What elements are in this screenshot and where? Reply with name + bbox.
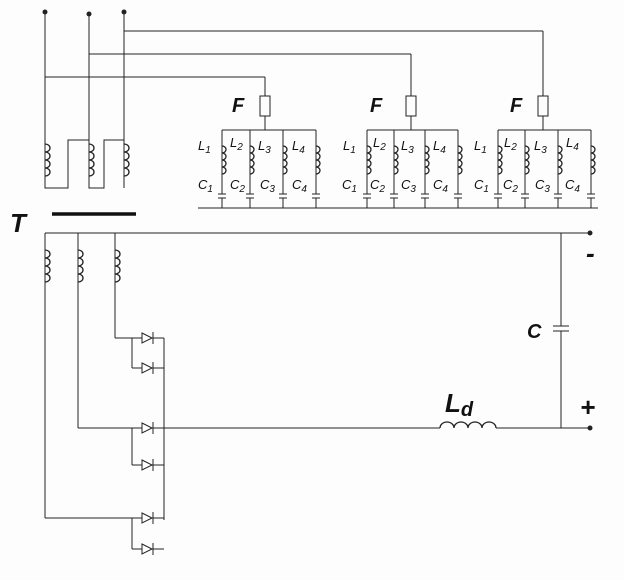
capacitor-label: C1 xyxy=(198,177,213,195)
inductor-label: L4 xyxy=(433,138,446,156)
fuse-label: F xyxy=(232,95,245,117)
inductor-label: L4 xyxy=(566,135,579,153)
inductor-label: L4 xyxy=(292,138,305,156)
capacitor-label: C4 xyxy=(565,177,580,195)
capacitor-label: C2 xyxy=(370,177,385,195)
inductor-label: L2 xyxy=(230,135,243,153)
inductor-label: L1 xyxy=(474,138,487,156)
capacitor-label: C4 xyxy=(292,177,307,195)
diode xyxy=(141,459,154,471)
transformer-secondary xyxy=(44,232,590,518)
capacitor-label: C2 xyxy=(503,177,518,195)
diode xyxy=(141,543,154,555)
capacitor-label: C3 xyxy=(260,177,275,195)
filter-group-2: F L1 L2 L3 L4 C1 C2 C3 C4 xyxy=(342,95,463,208)
capacitor-label: C2 xyxy=(230,177,245,195)
diode xyxy=(141,422,154,434)
filter-group-3: F L1 L2 L3 L4 C1 C2 C3 C4 xyxy=(474,95,596,208)
inductor-label: L3 xyxy=(401,138,414,156)
diode xyxy=(141,332,154,344)
diode xyxy=(141,512,154,524)
inductor-label: L1 xyxy=(343,138,356,156)
capacitor-c-label: C xyxy=(527,321,542,343)
inductor-label: L2 xyxy=(504,135,517,153)
capacitor-label: C1 xyxy=(474,177,489,195)
inductor-label: L1 xyxy=(198,138,211,156)
capacitor-label: C1 xyxy=(342,177,357,195)
capacitor-label: C3 xyxy=(401,177,416,195)
dc-output xyxy=(164,230,593,431)
inductor-label: L2 xyxy=(373,135,386,153)
transformer-primary xyxy=(44,139,130,189)
capacitor-label: C3 xyxy=(535,177,550,195)
inductor-label: L3 xyxy=(258,138,271,156)
inductor-ld-label: Ld xyxy=(445,388,474,421)
supply-lines xyxy=(42,9,544,140)
fuse-label: F xyxy=(370,95,383,117)
plus-terminal-label: + xyxy=(580,392,595,422)
transformer-label: T xyxy=(10,208,28,238)
fuse-label: F xyxy=(510,95,523,117)
filter-group-1: F L1 L2 L3 L4 C1 C2 C3 C4 xyxy=(198,95,321,208)
capacitor-label: C4 xyxy=(433,177,448,195)
diode xyxy=(141,362,154,374)
rectifier-bridge xyxy=(45,332,165,555)
minus-terminal-label: - xyxy=(586,238,595,268)
inductor-label: L3 xyxy=(534,138,547,156)
